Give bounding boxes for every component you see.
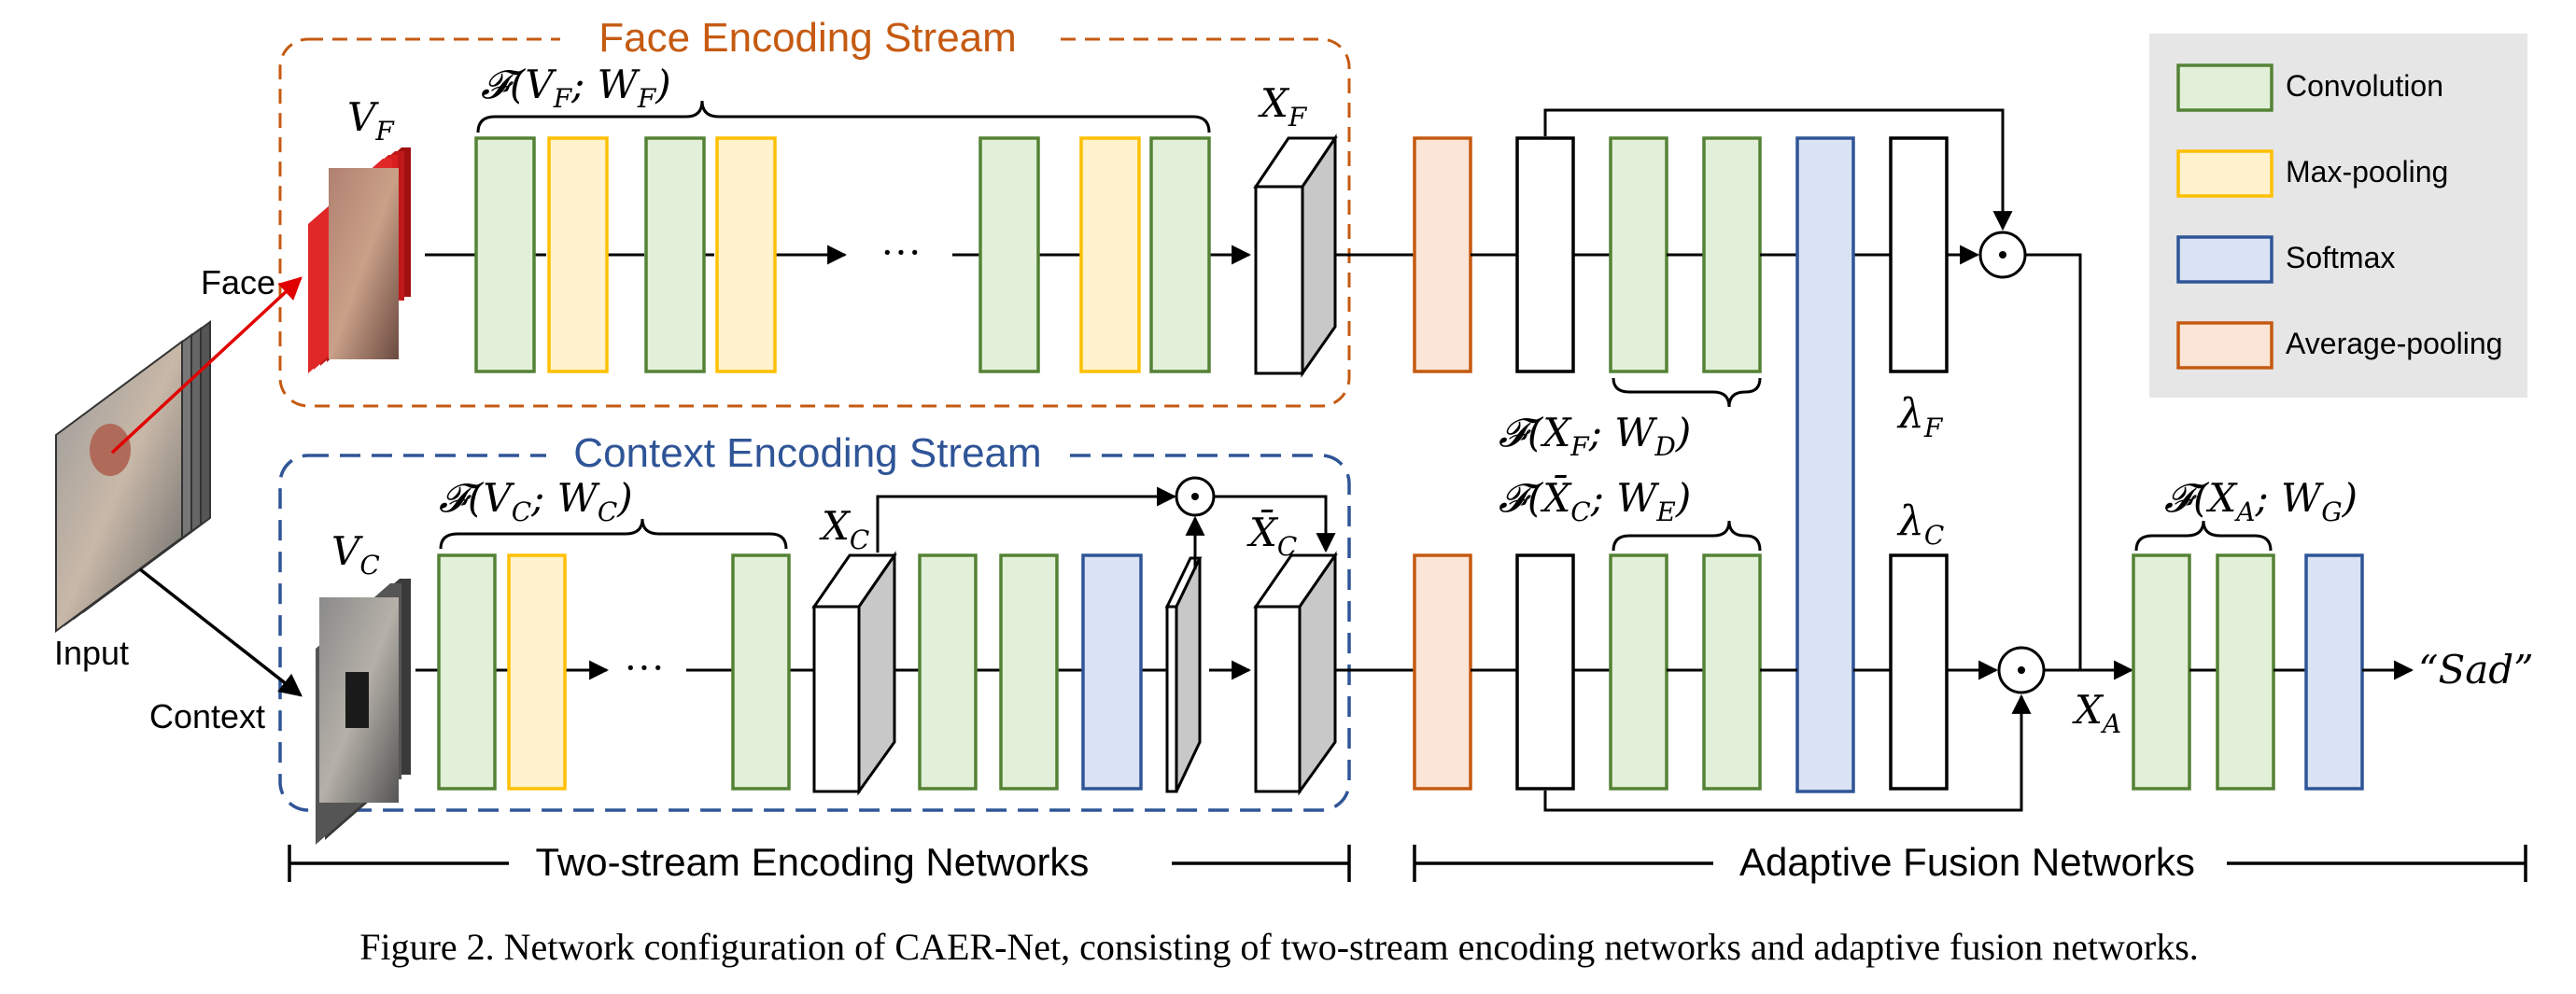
face-skip-line xyxy=(1543,108,2013,231)
context-arrow xyxy=(138,567,303,697)
output-label: “Sad” xyxy=(2418,647,2534,693)
ctx-skip-line xyxy=(1543,693,2032,812)
vf-label: VF xyxy=(347,94,395,147)
final-brace xyxy=(2134,520,2273,552)
ctx-fusion-formula: 𝓕(X̄C; WE) xyxy=(1499,473,1691,527)
xc-feature-block xyxy=(811,551,897,796)
legend-swatch-maxpool xyxy=(2176,149,2273,198)
input-frames xyxy=(55,320,211,633)
ctx-attention-map xyxy=(1164,556,1203,793)
ctx-avgpool xyxy=(1413,553,1472,791)
face-merge-line xyxy=(2025,253,2082,670)
legend-label-convolution: Convolution xyxy=(2286,69,2443,103)
face-fusion-formula: 𝓕(XF; WD) xyxy=(1499,410,1691,462)
legend-swatch-softmax xyxy=(2176,235,2273,284)
final-conv-1 xyxy=(2132,553,2191,791)
final-softmax xyxy=(2304,553,2364,791)
xf-label: XF xyxy=(1258,80,1308,133)
xbar-c-feature-block xyxy=(1253,551,1338,796)
lambda-f-label: λF xyxy=(1896,390,1944,443)
face-ellipsis: ··· xyxy=(880,230,922,275)
face-fusion-brace xyxy=(1612,377,1762,408)
right-section-label: Adaptive Fusion Networks xyxy=(1739,840,2195,884)
ctx-attn-conv-2 xyxy=(999,553,1059,791)
xc-label: XC xyxy=(819,503,869,555)
ctx-fusion-brace xyxy=(1612,520,1762,552)
face-maxpool-3 xyxy=(1079,136,1141,373)
context-stream-title-bg xyxy=(546,429,1069,481)
legend-label-maxpool: Max-pooling xyxy=(2286,155,2448,189)
ctx-attn-softmax xyxy=(1081,553,1143,791)
face-maxpool-2 xyxy=(715,136,777,373)
legend-swatch-convolution xyxy=(2176,63,2273,112)
input-label: Input xyxy=(54,634,129,672)
fusion-face-conv-1 xyxy=(1609,136,1668,373)
fusion-ctx-conv-2 xyxy=(1702,553,1762,791)
face-red-arrow xyxy=(110,276,303,455)
final-conv-2 xyxy=(2216,553,2275,791)
face-stream-box xyxy=(278,37,1351,408)
face-feature-vector xyxy=(1515,136,1575,373)
xf-feature-block xyxy=(1253,133,1338,378)
legend-swatch-avgpool xyxy=(2176,321,2273,370)
left-section-label: Two-stream Encoding Networks xyxy=(536,840,1090,884)
ctx-ellipsis: ··· xyxy=(624,645,665,691)
context-stream-box xyxy=(278,454,1351,812)
face-conv-4 xyxy=(1149,136,1211,373)
xbar-c-label: X̄C xyxy=(1246,508,1297,562)
ctx-attn-conv-1 xyxy=(918,553,978,791)
face-stream-title-bg xyxy=(560,13,1055,64)
ctx-conv-1 xyxy=(437,553,497,791)
final-formula: 𝓕(XA; WG) xyxy=(2164,475,2358,527)
fusion-ctx-conv-1 xyxy=(1609,553,1668,791)
xc-skip-line xyxy=(876,486,1177,553)
face-conv-formula: 𝓕(VF; WF) xyxy=(481,62,671,114)
face-stream-title: Face Encoding Stream xyxy=(598,15,1017,61)
ctx-odot-dot xyxy=(1191,493,1199,500)
face-conv-2 xyxy=(644,136,706,373)
ctx-fusion-odot-dot xyxy=(2018,666,2025,674)
lambda-c-label: λC xyxy=(1896,497,1944,551)
context-label: Context xyxy=(149,697,265,735)
face-image-stack xyxy=(308,147,411,373)
legend-label-softmax: Softmax xyxy=(2286,241,2395,274)
face-maxpool-1 xyxy=(547,136,609,373)
figure-caption: Figure 2. Network configuration of CAER-… xyxy=(359,926,2199,968)
ctx-conv-brace xyxy=(439,518,788,550)
face-avgpool xyxy=(1413,136,1472,373)
lambda-f-vector xyxy=(1889,136,1949,373)
vc-label: VC xyxy=(331,528,380,581)
fusion-face-conv-2 xyxy=(1702,136,1762,373)
ctx-conv-2 xyxy=(731,553,791,791)
xa-label: XA xyxy=(2072,687,2121,739)
face-conv-3 xyxy=(978,136,1040,373)
odot-to-xbar-line xyxy=(1214,495,1336,553)
face-conv-1 xyxy=(474,136,536,373)
face-odot-dot xyxy=(1999,251,2006,259)
ctx-conv-formula: 𝓕(VC; WC) xyxy=(439,475,633,527)
context-image-stack xyxy=(316,579,411,845)
face-label: Face xyxy=(201,263,275,301)
context-stream-title: Context Encoding Stream xyxy=(573,430,1041,476)
fusion-softmax xyxy=(1795,136,1855,793)
legend-label-avgpool: Average-pooling xyxy=(2286,327,2502,360)
lambda-c-vector xyxy=(1889,553,1949,791)
ctx-maxpool-1 xyxy=(507,553,567,791)
ctx-feature-vector xyxy=(1515,553,1575,791)
face-conv-brace xyxy=(476,100,1211,133)
